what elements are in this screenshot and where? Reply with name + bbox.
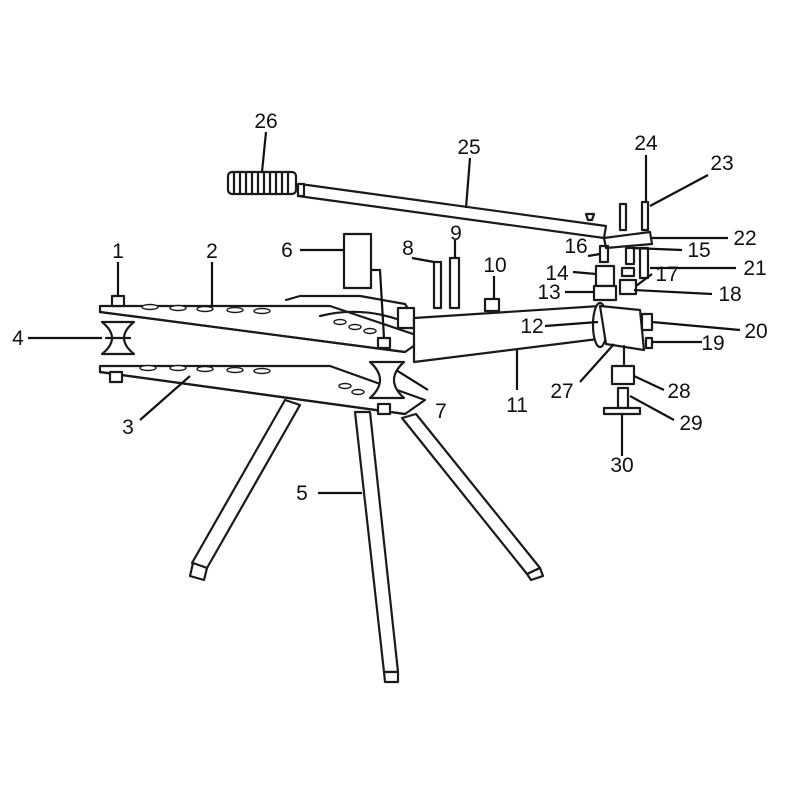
callout-24: 24 xyxy=(634,132,658,155)
callout-25: 25 xyxy=(457,136,480,159)
callout-9: 9 xyxy=(450,222,462,245)
callout-17: 17 xyxy=(655,263,678,286)
callout-6: 6 xyxy=(281,239,293,262)
callout-15: 15 xyxy=(687,239,710,262)
lower-plate xyxy=(98,364,427,416)
callout-26: 26 xyxy=(254,110,277,133)
callout-1: 1 xyxy=(112,240,124,263)
callout-21: 21 xyxy=(743,257,766,280)
upper-plate xyxy=(98,303,427,354)
ram-cylinder xyxy=(412,301,646,364)
callout-19: 19 xyxy=(701,332,724,355)
callout-29: 29 xyxy=(679,412,702,435)
bars-and-nut xyxy=(432,256,501,313)
callout-13: 13 xyxy=(537,281,560,304)
callout-14: 14 xyxy=(545,262,569,285)
callout-8: 8 xyxy=(402,237,414,260)
callout-7: 7 xyxy=(435,400,447,423)
pivot-roller xyxy=(100,320,136,356)
callout-30: 30 xyxy=(610,454,633,477)
pump-assembly xyxy=(584,200,654,350)
callout-22: 22 xyxy=(733,227,756,250)
callout-18: 18 xyxy=(718,283,741,306)
plate-bolts xyxy=(108,294,392,416)
callout-28: 28 xyxy=(667,380,690,403)
leader-lines xyxy=(28,131,741,495)
callout-10: 10 xyxy=(483,254,506,277)
tripod-legs xyxy=(188,398,545,684)
callout-16: 16 xyxy=(564,235,587,258)
callout-4: 4 xyxy=(12,327,24,350)
callout-5: 5 xyxy=(296,482,308,505)
callout-3: 3 xyxy=(122,416,134,439)
callout-labels: 1 2 3 4 5 6 7 8 9 10 11 12 13 14 15 16 1… xyxy=(12,110,768,505)
handle-grip xyxy=(226,170,298,196)
jack-parts xyxy=(602,344,642,416)
callout-11: 11 xyxy=(506,394,528,417)
callout-27: 27 xyxy=(550,380,573,403)
callout-12: 12 xyxy=(520,315,543,338)
callout-23: 23 xyxy=(710,152,733,175)
callout-2: 2 xyxy=(206,240,218,263)
front-roller xyxy=(368,360,406,400)
callout-20: 20 xyxy=(744,320,767,343)
handle-bar xyxy=(296,182,608,240)
